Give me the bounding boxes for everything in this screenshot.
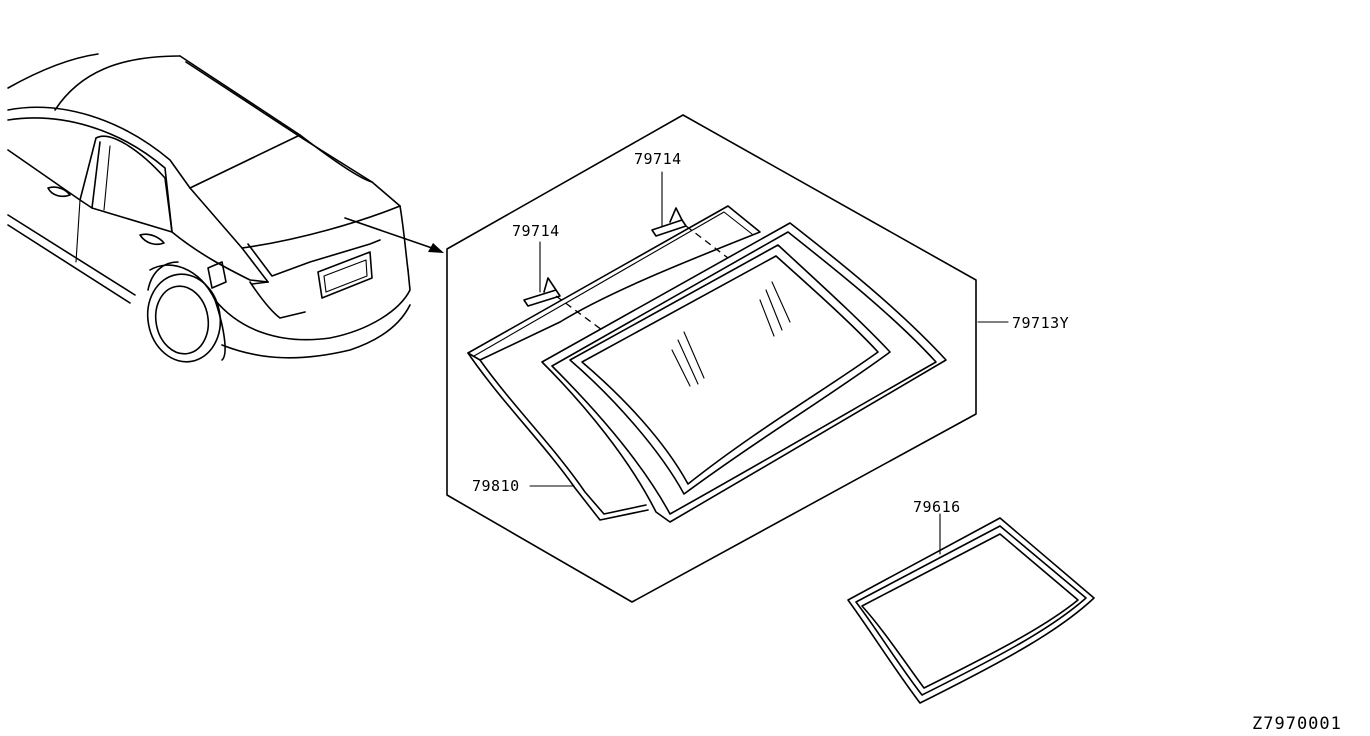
dam-rubber-outline <box>467 205 761 521</box>
part-label-79714-right: 79714 <box>634 150 682 168</box>
kit-boundary <box>446 114 977 603</box>
clip-left <box>523 277 603 331</box>
part-label-79616: 79616 <box>913 498 961 516</box>
clip-right <box>651 207 729 259</box>
part-label-79810: 79810 <box>472 477 520 495</box>
car-illustration <box>7 53 444 363</box>
part-label-79713Y: 79713Y <box>1012 314 1069 332</box>
weatherstrip-seal <box>847 517 1095 704</box>
diagram-code: Z7970001 <box>1252 714 1342 734</box>
part-label-79714-left: 79714 <box>512 222 560 240</box>
rear-window-glass <box>541 222 947 523</box>
